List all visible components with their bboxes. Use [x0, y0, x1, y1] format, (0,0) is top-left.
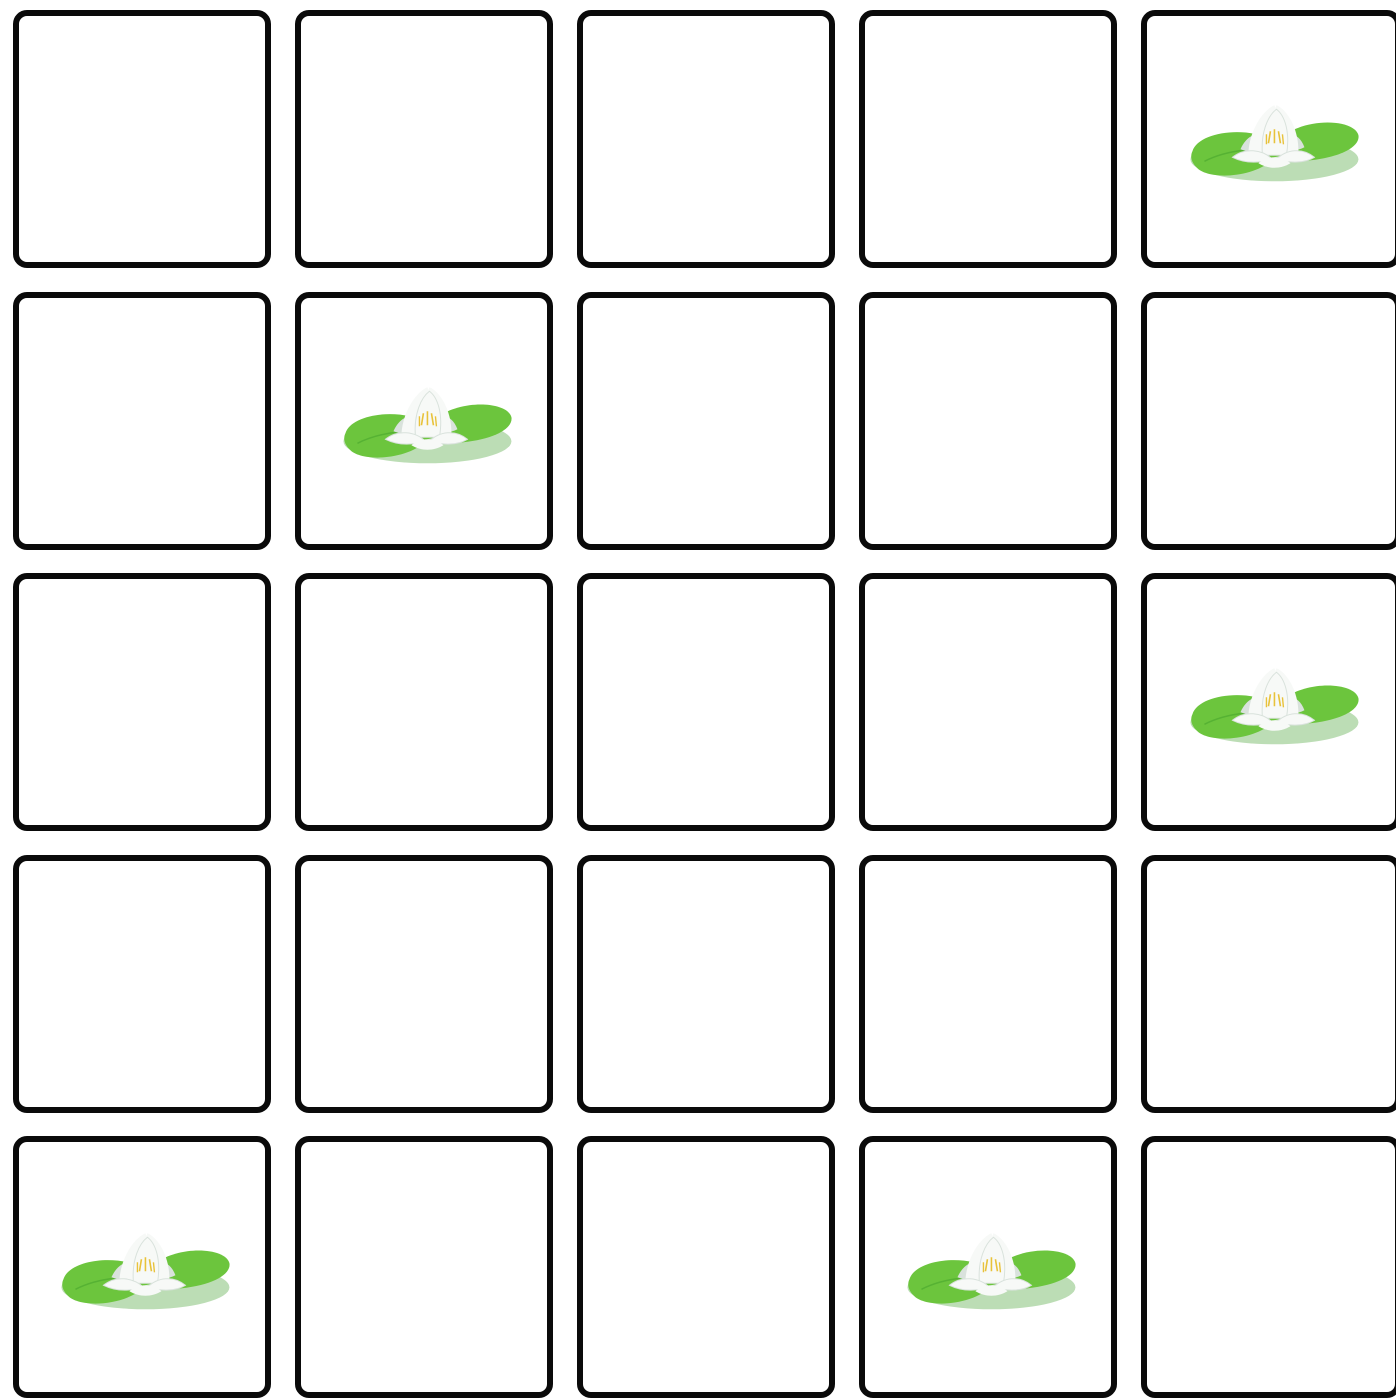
- board-cell-r4-c2[interactable]: [577, 1136, 835, 1398]
- board-cell-r4-c4[interactable]: [1141, 1136, 1396, 1398]
- board-cell-r3-c1[interactable]: [295, 855, 553, 1113]
- board-cell-r1-c4[interactable]: [1141, 292, 1396, 550]
- board-cell-r3-c3[interactable]: [859, 855, 1117, 1113]
- board-cell-r3-c4[interactable]: [1141, 855, 1396, 1113]
- lily-pad-icon: [341, 383, 513, 465]
- board-cell-r2-c2[interactable]: [577, 573, 835, 831]
- board-cell-r0-c3[interactable]: [859, 10, 1117, 268]
- lily-pad-icon: [1188, 101, 1360, 183]
- lily-pad-icon: [59, 1229, 231, 1311]
- board-cell-r4-c1[interactable]: [295, 1136, 553, 1398]
- board-cell-r1-c0[interactable]: [13, 292, 271, 550]
- board-cell-r0-c0[interactable]: [13, 10, 271, 268]
- board-cell-r3-c2[interactable]: [577, 855, 835, 1113]
- board-cell-r3-c0[interactable]: [13, 855, 271, 1113]
- board-cell-r2-c4[interactable]: [1141, 573, 1396, 831]
- board-cell-r4-c0[interactable]: [13, 1136, 271, 1398]
- board-cell-r1-c3[interactable]: [859, 292, 1117, 550]
- lily-pad-icon: [905, 1229, 1077, 1311]
- lily-pad-icon: [1188, 664, 1360, 746]
- board-cell-r1-c2[interactable]: [577, 292, 835, 550]
- board-cell-r2-c3[interactable]: [859, 573, 1117, 831]
- board-cell-r0-c2[interactable]: [577, 10, 835, 268]
- board-cell-r2-c1[interactable]: [295, 573, 553, 831]
- board-cell-r0-c4[interactable]: [1141, 10, 1396, 268]
- board-cell-r1-c1[interactable]: [295, 292, 553, 550]
- board-cell-r0-c1[interactable]: [295, 10, 553, 268]
- board-cell-r2-c0[interactable]: [13, 573, 271, 831]
- board-cell-r4-c3[interactable]: [859, 1136, 1117, 1398]
